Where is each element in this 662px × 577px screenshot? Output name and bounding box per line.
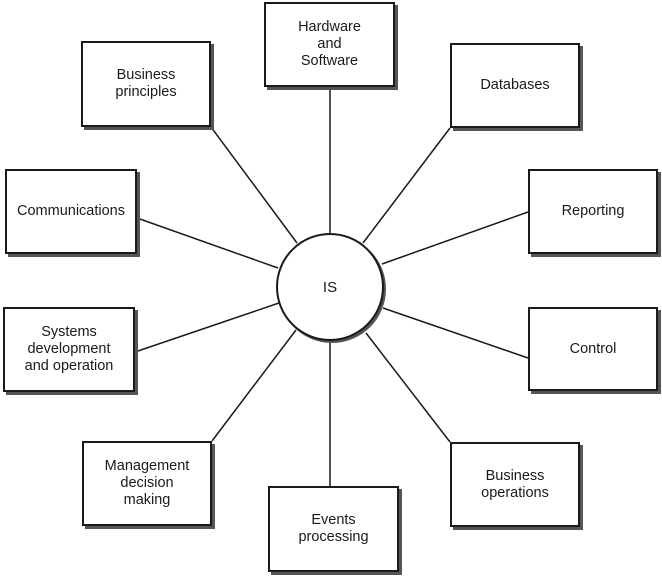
hub-is: IS <box>276 233 384 341</box>
node-label: Communications <box>17 203 125 219</box>
node-business-operations: Business operations <box>450 442 580 527</box>
node-control: Control <box>528 307 658 391</box>
node-label: Systems development and operation <box>24 324 114 374</box>
node-databases: Databases <box>450 43 580 128</box>
node-communications: Communications <box>5 169 137 254</box>
node-label: Business principles <box>115 67 177 100</box>
node-label: Databases <box>480 77 550 93</box>
node-events-processing: Events processing <box>268 486 399 572</box>
connector-reporting <box>381 211 529 265</box>
node-label: Reporting <box>561 203 625 219</box>
connector-communications <box>136 217 279 269</box>
node-label: Hardware and Software <box>298 19 361 69</box>
connector-management <box>211 329 297 442</box>
hub-label: IS <box>322 278 338 296</box>
node-label: Business operations <box>481 467 549 501</box>
node-systems-development-and-operation: Systems development and operation <box>3 307 135 392</box>
node-reporting: Reporting <box>528 169 658 254</box>
node-label: Control <box>569 340 617 357</box>
node-label: Management decision making <box>104 458 190 508</box>
connector-business-operations <box>365 332 451 443</box>
connector-systems <box>134 302 280 353</box>
connector-control <box>382 307 529 359</box>
node-hardware-and-software: Hardware and Software <box>264 2 395 87</box>
connector-databases <box>362 127 451 244</box>
node-label: Events processing <box>298 512 369 545</box>
node-business-principles: Business principles <box>81 41 211 127</box>
node-management-decision-making: Management decision making <box>82 441 212 526</box>
connector-business-principles <box>210 126 298 244</box>
